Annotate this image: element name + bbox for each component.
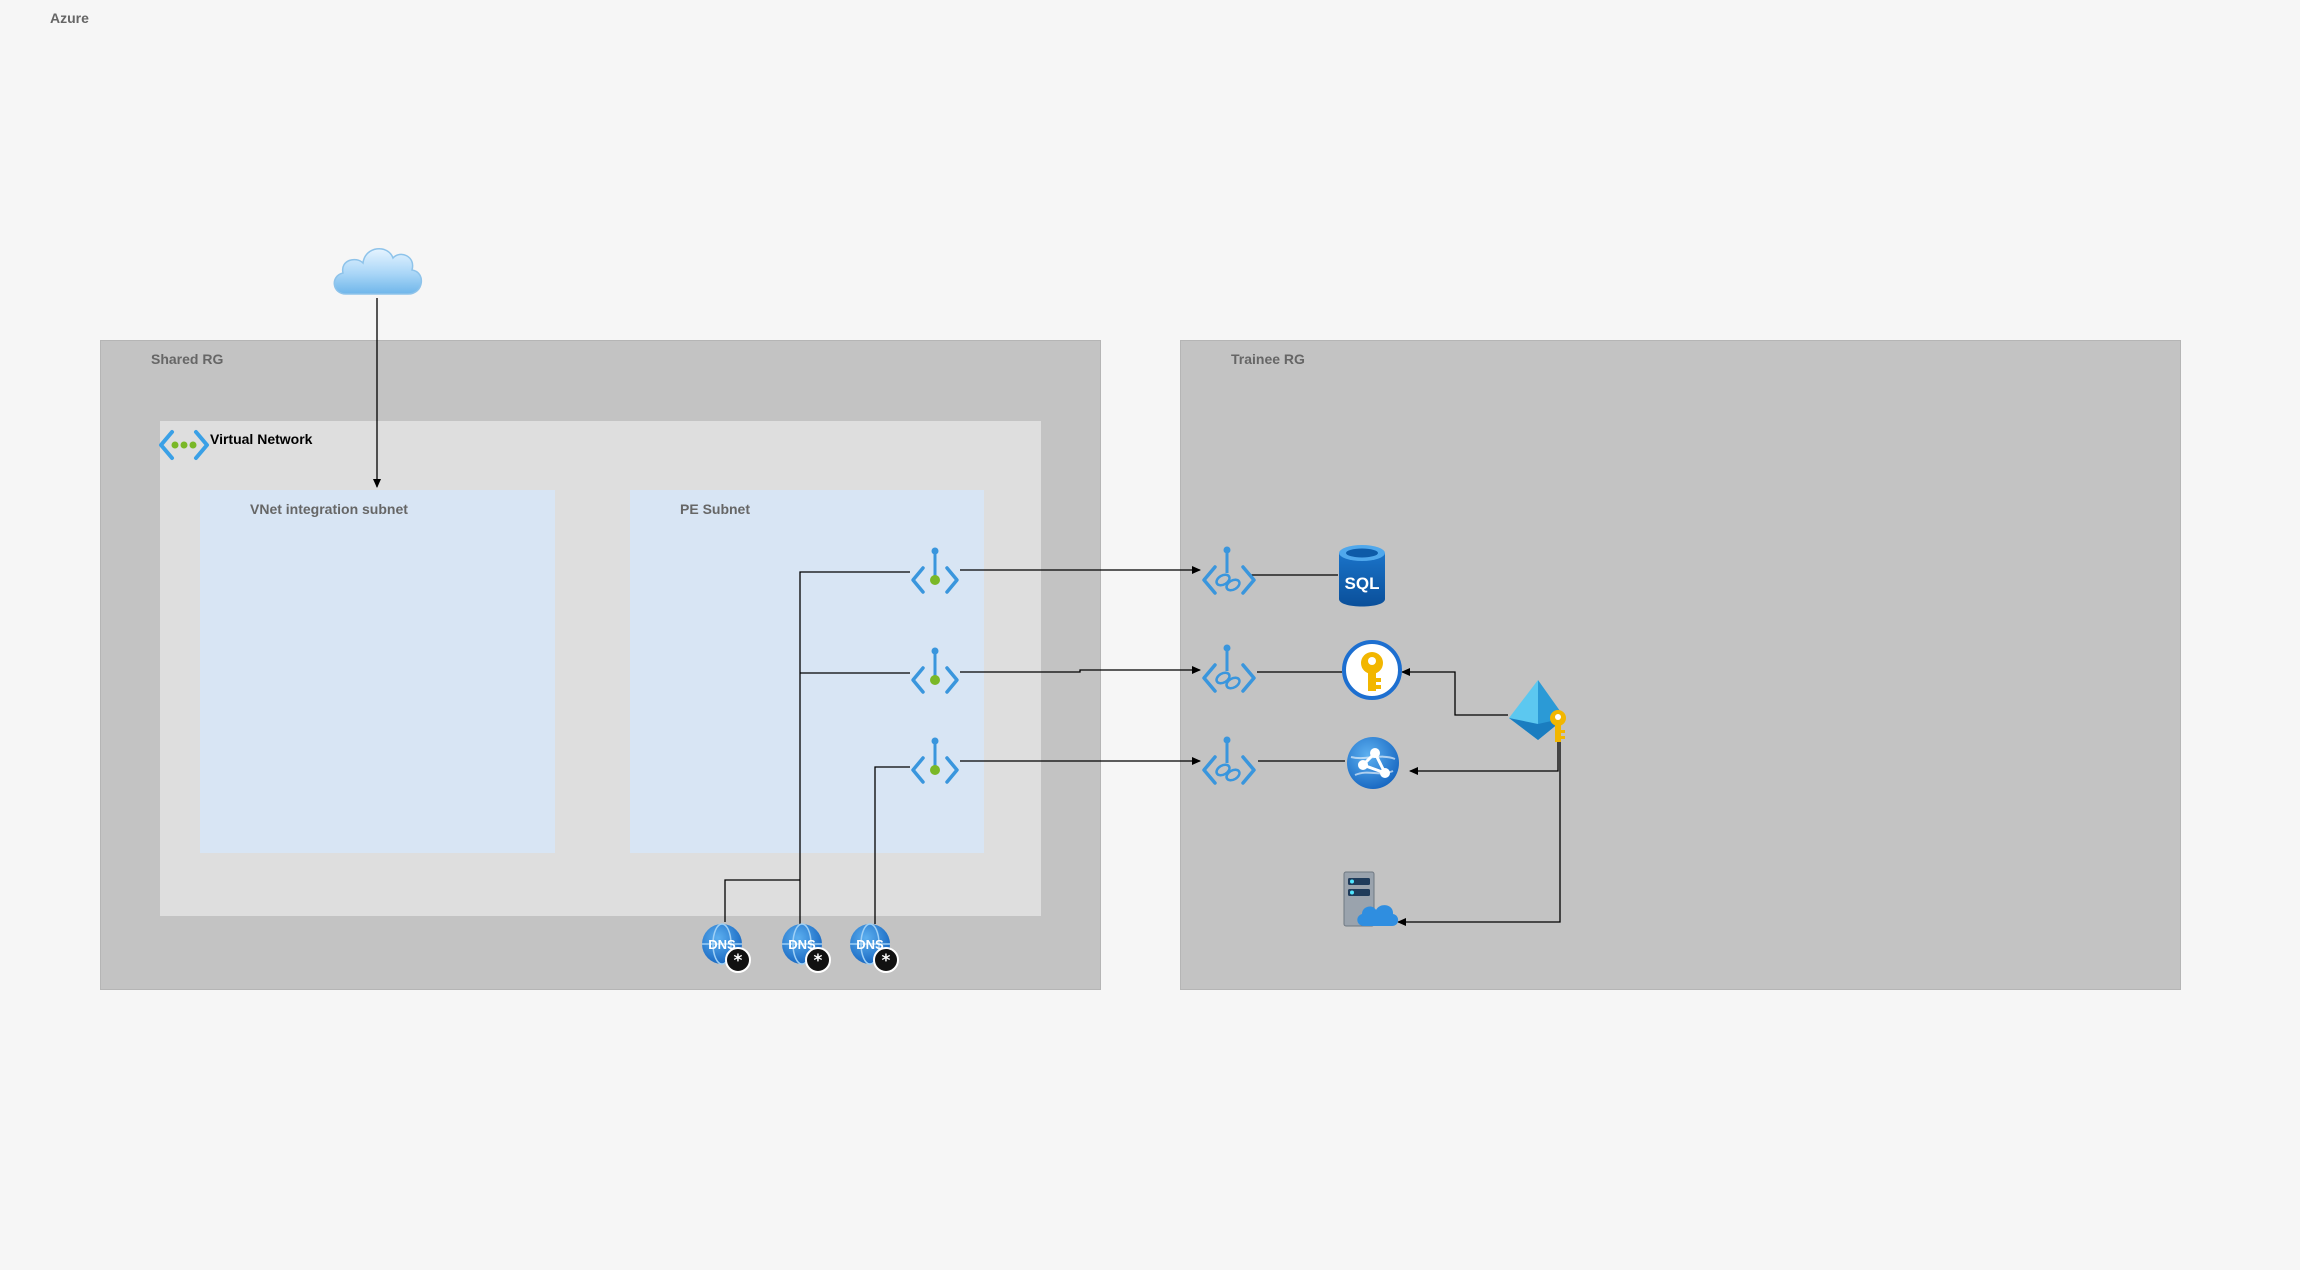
pe-keyvault-to-privatelink-edge [960,666,1201,674]
private-endpoint-icon [911,647,959,694]
svg-text:*: * [734,951,743,971]
private-dns-zone-icon: DNS * [850,923,899,973]
pe-subnet-label: PE Subnet [680,501,751,517]
azure-label: Azure [50,10,89,26]
private-endpoint-icon [911,547,959,594]
dns1-link-edge [724,879,800,922]
pe-subnet [630,490,984,853]
identity-to-cloudserver-edge [1397,720,1561,926]
private-link-icon [1202,546,1256,595]
dns3-to-pe-appservice-edge [874,766,910,924]
dns-icon-text: DNS [856,937,884,952]
private-endpoint-icon [911,737,959,784]
svg-text:*: * [814,951,823,971]
virtual-network-label: Virtual Network [210,431,313,447]
vnet-integration-subnet [200,490,555,853]
private-dns-zone-icon: DNS * [702,923,751,973]
dns-to-pe-trunk-edge [799,571,910,924]
dns-icon-text: DNS [788,937,816,952]
private-link-icon [1202,736,1256,785]
cloud-server-icon [1343,871,1399,927]
sql-icon-text: SQL [1345,574,1380,593]
app-service-icon [1347,737,1399,789]
identity-to-keyvault-edge [1401,668,1508,716]
vnet-integration-subnet-label: VNet integration subnet [250,501,408,517]
virtual-network-icon [159,430,209,460]
key-vault-icon [1342,640,1402,700]
managed-identity-icon [1509,680,1566,742]
cloud-icon [333,248,422,295]
dns-icon-text: DNS [708,937,736,952]
private-dns-zone-icon: DNS * [782,923,831,973]
shared-rg-label: Shared RG [151,351,224,367]
trainee-rg-label: Trainee RG [1231,351,1305,367]
sql-database-icon: SQL [1339,545,1385,607]
svg-text:*: * [882,951,891,971]
private-link-icon [1202,644,1256,693]
